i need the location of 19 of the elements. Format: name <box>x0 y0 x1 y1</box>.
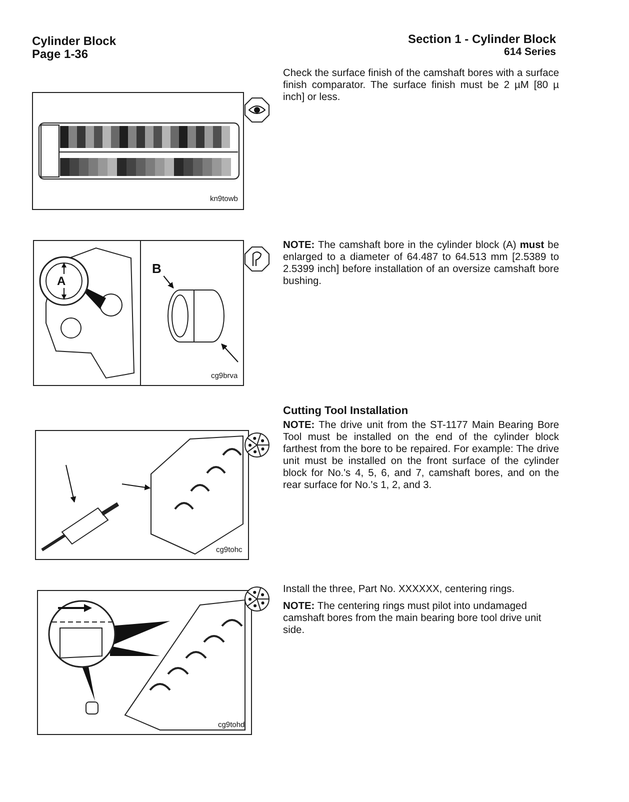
pointer-arrow <box>221 344 238 362</box>
note-text: NOTE: The camshaft bore in the cylinder block (A) must be enlarged to a diameter of 64.487 to 64.513 mm [2.5389 to 2.5399 inch] before installation of an oversize camshaft bore bushing. <box>283 240 559 288</box>
engine-block-drawing <box>150 434 245 556</box>
instruction-text: Check the surface finish of the camshaft bores with a surface finish comparator. The surface finish must be 2 µM [80 µ inch] or less. <box>283 68 559 104</box>
dimension-label: A <box>57 274 66 288</box>
leader-line <box>163 276 174 288</box>
pointer-arrow <box>66 464 76 503</box>
pointer-arrow <box>122 484 151 490</box>
section-heading: Section 1 - Cylinder Block <box>408 32 556 46</box>
callout-letter: B <box>152 262 162 276</box>
note-text: NOTE: The drive unit from the ST-1177 Main Bearing Bore Tool must be installed on the end of the cylinder block farthest from the bore to be repaired. For example: The drive unit must be installed on the front surface of the cylinder block for No.'s 4, 5, 6, and 7, camshaft bores, and on the rear surface for No.'s 1, 2, and 3. <box>283 420 559 492</box>
page-number: Page 1-36 <box>32 47 88 61</box>
note-text: NOTE: The centering rings must pilot into undamaged camshaft bores from the main bearing bore tool drive unit side. <box>283 601 542 637</box>
bushing-drawing <box>166 288 226 344</box>
section-subheading: Cutting Tool Installation <box>283 405 408 417</box>
instruction-text: Install the three, Part No. XXXXXX, centering rings. <box>283 584 516 596</box>
page-heading: Cylinder Block <box>32 34 116 48</box>
drive-unit-drawing <box>40 502 120 552</box>
series-heading: 614 Series <box>504 46 556 58</box>
